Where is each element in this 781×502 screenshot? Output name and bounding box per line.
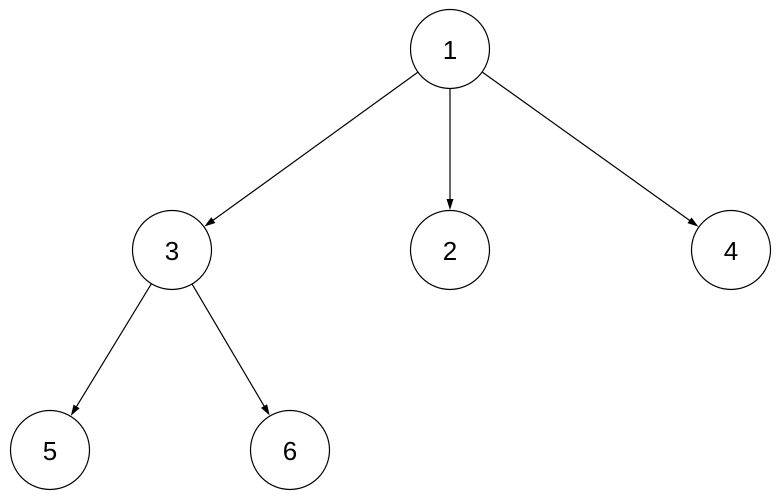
arrowhead-icon — [687, 217, 699, 227]
node-label: 2 — [443, 236, 457, 266]
node-circle[interactable] — [690, 209, 772, 291]
node-3[interactable]: 3 — [131, 209, 213, 291]
arrowhead-icon — [204, 217, 216, 227]
node-label: 5 — [43, 436, 57, 466]
node-1[interactable]: 1 — [409, 8, 491, 90]
node-label: 6 — [283, 436, 297, 466]
edge-3-to-6 — [191, 283, 270, 416]
edge-1-to-3 — [204, 71, 419, 227]
edge-layer — [70, 71, 699, 416]
edge-1-to-4 — [481, 71, 699, 227]
node-2[interactable]: 2 — [409, 209, 491, 291]
node-label: 1 — [443, 35, 457, 65]
node-circle[interactable] — [409, 8, 491, 90]
node-circle[interactable] — [9, 409, 91, 491]
arrowhead-icon — [70, 404, 80, 416]
arrowhead-icon — [261, 404, 270, 416]
edge-line — [481, 71, 692, 222]
edge-3-to-5 — [70, 283, 152, 416]
node-5[interactable]: 5 — [9, 409, 91, 491]
edge-line — [75, 283, 152, 409]
arrowhead-icon — [446, 199, 454, 210]
node-circle[interactable] — [249, 409, 331, 491]
node-circle[interactable] — [409, 209, 491, 291]
edge-1-to-2 — [446, 88, 454, 210]
edge-line — [191, 283, 266, 409]
node-circle[interactable] — [131, 209, 213, 291]
node-label: 3 — [165, 236, 179, 266]
edge-line — [211, 71, 419, 222]
node-6[interactable]: 6 — [249, 409, 331, 491]
node-layer: 1 3 2 4 5 6 — [9, 8, 772, 491]
node-label: 4 — [724, 236, 738, 266]
node-4[interactable]: 4 — [690, 209, 772, 291]
